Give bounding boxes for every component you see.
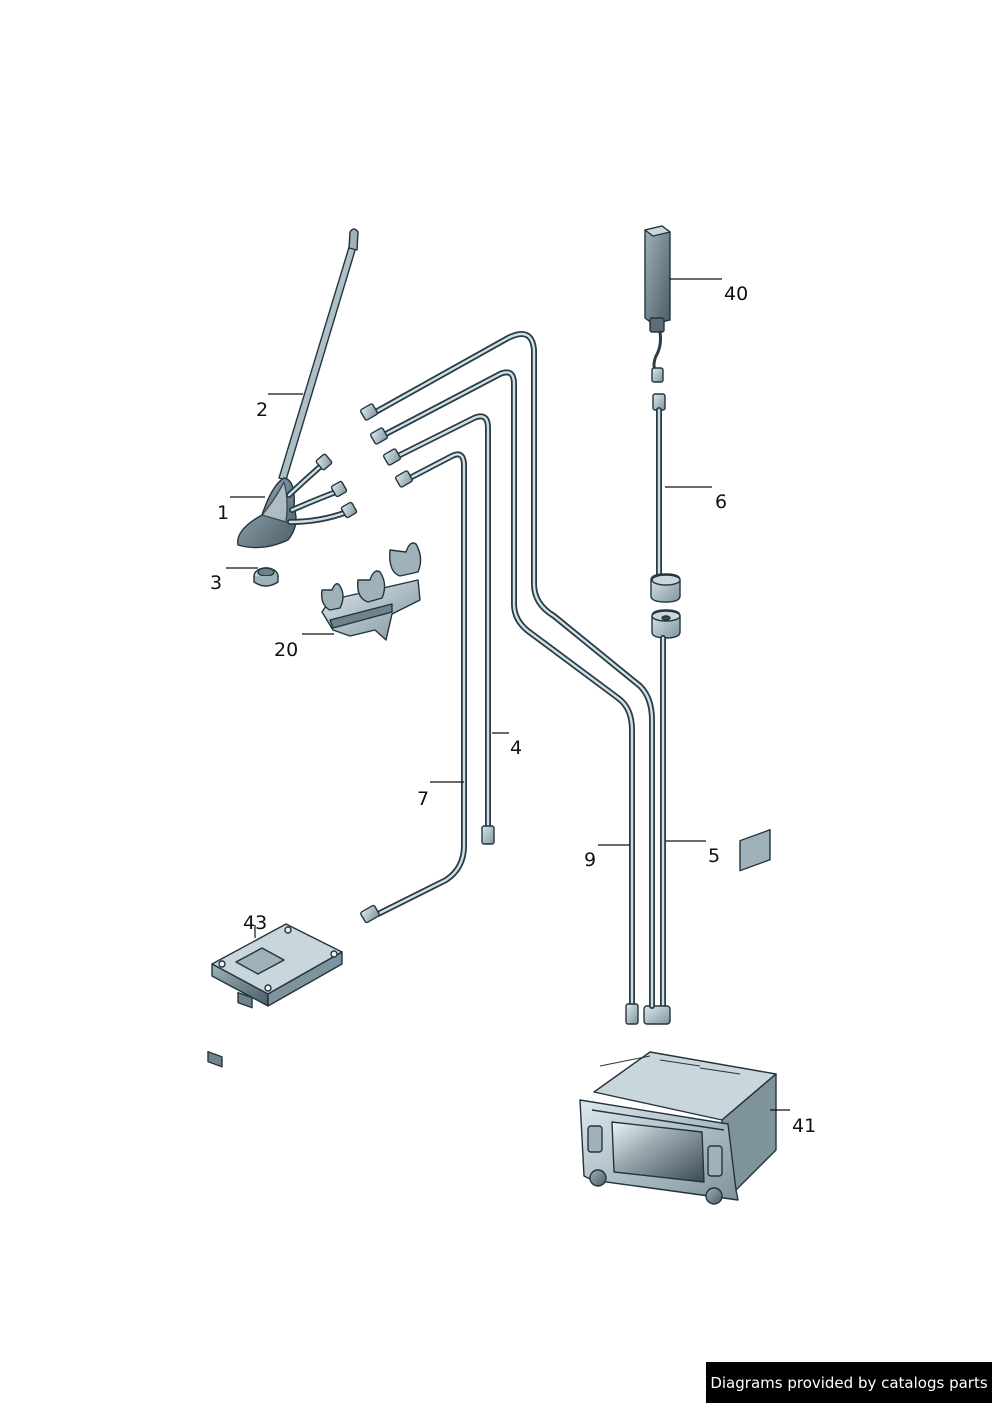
callout-3: 3 [210,572,222,594]
radio-unit [579,828,777,1205]
cable-9 [359,331,655,1009]
antenna-nut [253,567,279,587]
cable-6 [650,393,681,603]
cable-holder [320,542,422,641]
credit-banner: Diagrams provided by catalogs parts [706,1362,992,1403]
cable-4 [382,413,495,845]
antenna-mast [278,228,359,481]
credit-text: Diagrams provided by catalogs parts [710,1373,988,1392]
cable-7 [360,451,467,924]
cable-5 [643,609,681,1025]
control-module [207,923,343,1068]
callout-9: 9 [584,849,596,871]
callout-4: 4 [510,737,522,759]
callout-2: 2 [256,399,268,421]
leader-lines [226,278,790,1111]
callout-5: 5 [708,845,720,867]
callout-20: 20 [274,639,298,661]
callout-6: 6 [715,491,727,513]
callout-43: 43 [243,912,267,934]
cable-9b [369,369,639,1025]
callout-1: 1 [217,502,229,524]
antenna-base [237,453,358,549]
callout-40: 40 [724,283,748,305]
antenna-module [644,225,671,383]
callout-41: 41 [792,1115,816,1137]
callout-labels: 2 1 3 20 40 6 4 7 9 5 43 41 [210,283,816,1137]
callout-7: 7 [417,788,429,810]
